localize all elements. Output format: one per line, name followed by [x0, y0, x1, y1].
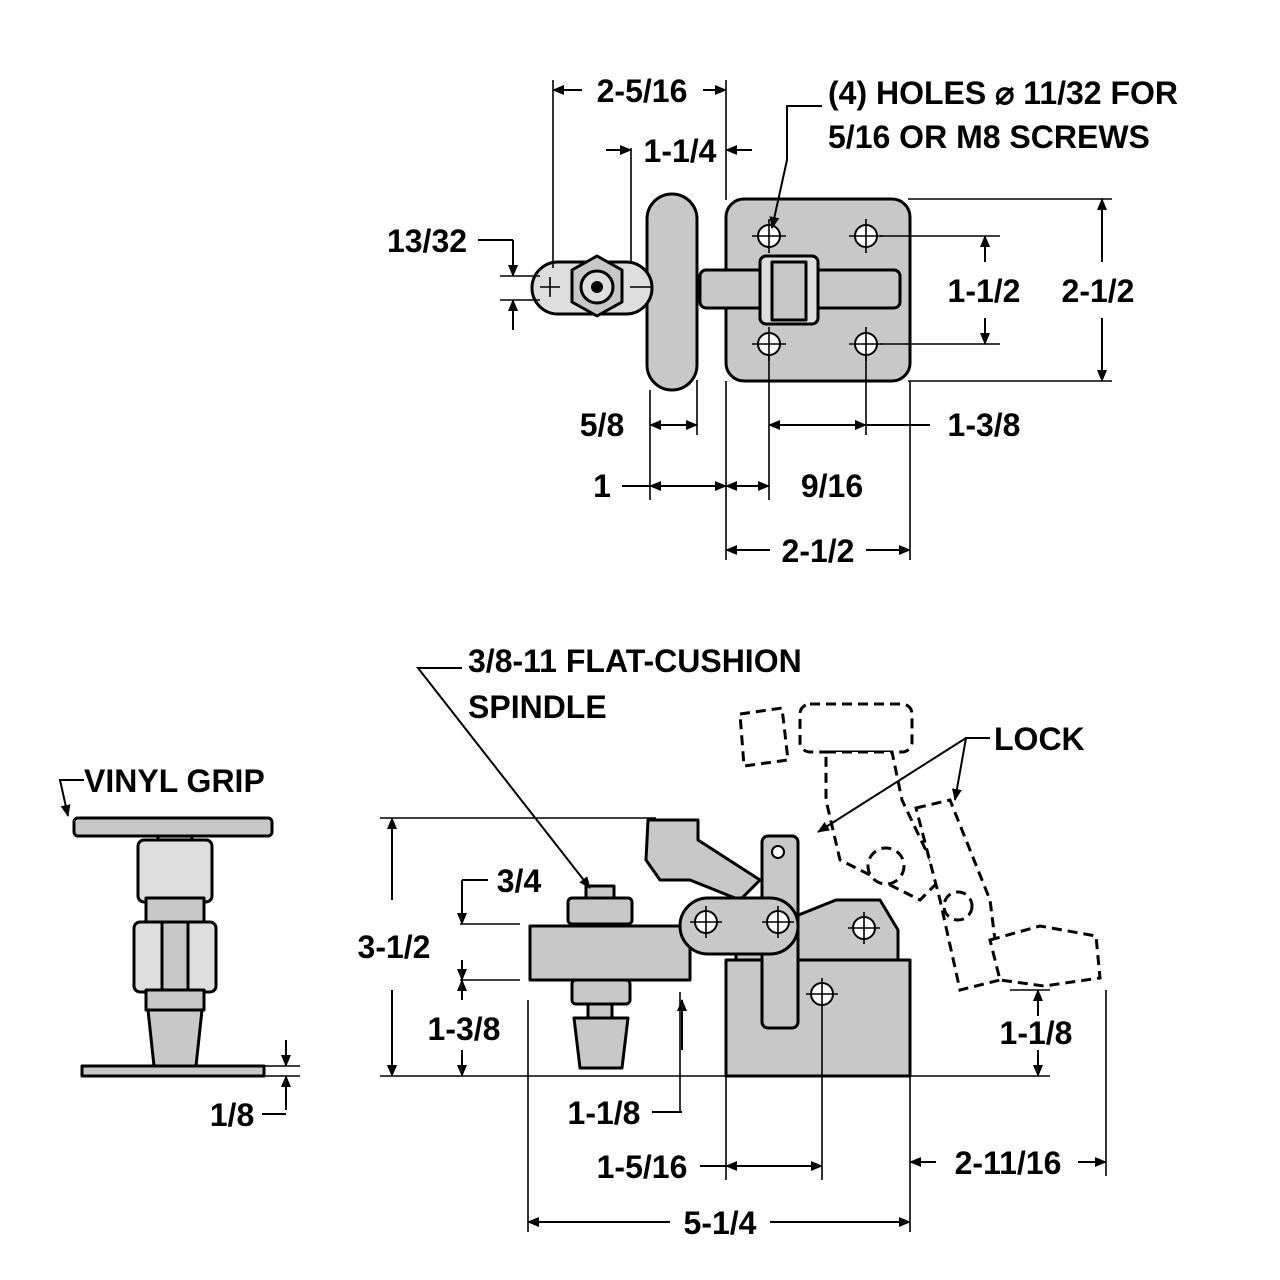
dim-1-3-8-side: 1-3/8 — [428, 1011, 501, 1047]
end-view-grip — [72, 816, 274, 838]
top-view: 2-5/16 1-1/4 13/32 1-1/2 2-1/2 5/8 1-3/8… — [387, 73, 1178, 569]
dim-5-1-4: 5-1/4 — [684, 1205, 757, 1241]
spindle-label-line1: 3/8-11 FLAT-CUSHION — [468, 643, 802, 679]
end-view-nut — [144, 896, 206, 924]
pivot-link — [770, 260, 808, 322]
end-view: VINYL GRIP 1/8 — [58, 763, 300, 1133]
holes-note-line2: 5/16 OR M8 SCREWS — [828, 119, 1150, 155]
dim-1-3-8-top: 1-3/8 — [948, 407, 1021, 443]
side-arm — [528, 924, 692, 982]
end-view-base — [80, 1064, 266, 1078]
dim-1-1-4: 1-1/4 — [644, 133, 717, 169]
end-view-spindle-pad — [146, 1008, 204, 1068]
dim-1-1-8-right: 1-1/8 — [1000, 1015, 1073, 1051]
dim-2-1-2-vertical: 2-1/2 — [1062, 273, 1135, 309]
open-position-ghost — [738, 702, 1102, 992]
side-handle-grip — [644, 818, 762, 902]
dim-3-4: 3/4 — [497, 863, 542, 899]
side-spindle-pad — [572, 1016, 630, 1070]
dim-1: 1 — [593, 468, 611, 504]
dim-2-11-16: 2-11/16 — [955, 1145, 1062, 1181]
dim-1-1-2: 1-1/2 — [948, 273, 1021, 309]
dim-2-5-16: 2-5/16 — [597, 73, 688, 109]
vinyl-grip-handle — [645, 192, 699, 392]
dim-9-16: 9/16 — [801, 468, 863, 504]
dim-2-1-2-horizontal: 2-1/2 — [782, 533, 855, 569]
vinyl-grip-label: VINYL GRIP — [84, 763, 265, 799]
dim-1-5-16: 1-5/16 — [597, 1149, 688, 1185]
lock-label: LOCK — [994, 721, 1085, 757]
side-base — [724, 958, 912, 1078]
holes-note-line1: (4) HOLES ⌀ 11/32 FOR — [828, 75, 1178, 111]
dim-5-8: 5/8 — [580, 407, 624, 443]
dim-1-8: 1/8 — [210, 1097, 254, 1133]
dim-13-32: 13/32 — [387, 223, 467, 259]
side-top-nut — [566, 896, 634, 926]
spindle-label-line2: SPINDLE — [468, 689, 607, 725]
dim-3-1-2: 3-1/2 — [358, 929, 431, 965]
side-bottom-nut — [570, 978, 632, 1006]
side-view: 3/8-11 FLAT-CUSHION SPINDLE LOCK 3/4 3-1… — [358, 643, 1107, 1241]
dim-1-1-8-left: 1-1/8 — [568, 1095, 641, 1131]
mounting-holes — [752, 219, 883, 361]
